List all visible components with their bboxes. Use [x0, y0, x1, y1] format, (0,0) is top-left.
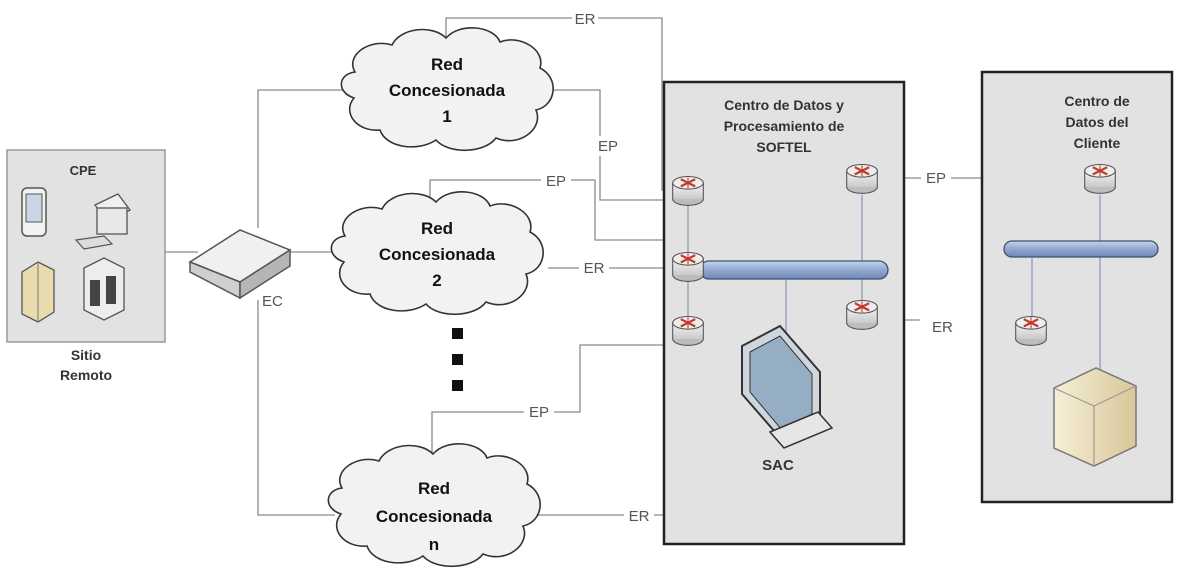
- softel-datacenter-panel: Centro de Datos y Procesamiento de SOFTE…: [662, 80, 906, 546]
- router-softel-1: [671, 175, 705, 207]
- sac-label: SAC: [762, 457, 794, 474]
- cpe-label: CPE: [70, 163, 97, 178]
- router-softel-4: [845, 163, 879, 195]
- ep-client-label: EP: [926, 170, 946, 187]
- connection-lines: [165, 17, 1082, 516]
- router-softel-2: [671, 251, 705, 283]
- er-top-label: ER: [575, 11, 596, 28]
- edge-device: [188, 229, 292, 300]
- cloud-2-line3: 2: [432, 271, 441, 290]
- client-title-line3: Cliente: [1074, 135, 1121, 151]
- er-right-label: ER: [932, 319, 953, 336]
- cloud-1-line2: Concesionada: [389, 81, 506, 100]
- cloud-red-2: Red Concesionada 2: [330, 191, 544, 315]
- softel-title-line3: SOFTEL: [756, 139, 812, 155]
- softel-bus: [699, 260, 889, 280]
- server-icon: [1053, 367, 1137, 467]
- cloud-n-line1: Red: [418, 479, 450, 498]
- ec-label: EC: [262, 293, 283, 310]
- phone-icon: [21, 187, 47, 237]
- cloud-2-line1: Red: [421, 219, 453, 238]
- cloud-red-1: Red Concesionada 1: [340, 27, 554, 151]
- sac-monitor-icon: [741, 324, 834, 449]
- cloud-n-line2: Concesionada: [376, 507, 493, 526]
- cloud-1-line1: Red: [431, 55, 463, 74]
- desktop-computer-icon: [74, 193, 131, 250]
- router-client-1: [1083, 163, 1117, 195]
- remote-site-panel: CPE Sitio Remoto: [6, 149, 166, 383]
- cloud-red-n: Red Concesionada n: [327, 443, 541, 567]
- er-n-label: ER: [629, 508, 650, 525]
- client-bus: [1003, 240, 1159, 258]
- ep-n-label: EP: [529, 404, 549, 421]
- softel-title-line1: Centro de Datos y: [724, 97, 844, 113]
- ep-2-label: EP: [546, 173, 566, 190]
- link-labels: ER EP EP ER EP ER EP ER: [524, 8, 953, 526]
- router-softel-5: [845, 299, 879, 331]
- server-tower-icon: [83, 257, 125, 321]
- softel-title-line2: Procesamiento de: [724, 118, 845, 134]
- ellipsis-dots: [452, 328, 463, 391]
- router-softel-3: [671, 315, 705, 347]
- cloud-1-line3: 1: [442, 107, 451, 126]
- site-label-line1: Sitio: [71, 347, 101, 363]
- cloud-n-line3: n: [429, 535, 439, 554]
- er-2-label: ER: [584, 260, 605, 277]
- client-title-line1: Centro de: [1064, 93, 1130, 109]
- ep-1-label: EP: [598, 138, 618, 155]
- workstation-icon: [21, 261, 55, 323]
- cloud-2-line2: Concesionada: [379, 245, 496, 264]
- client-datacenter-panel: Centro de Datos del Cliente: [980, 70, 1174, 504]
- site-label-line2: Remoto: [60, 367, 112, 383]
- router-client-2: [1014, 315, 1048, 347]
- client-title-line2: Datos del: [1065, 114, 1128, 130]
